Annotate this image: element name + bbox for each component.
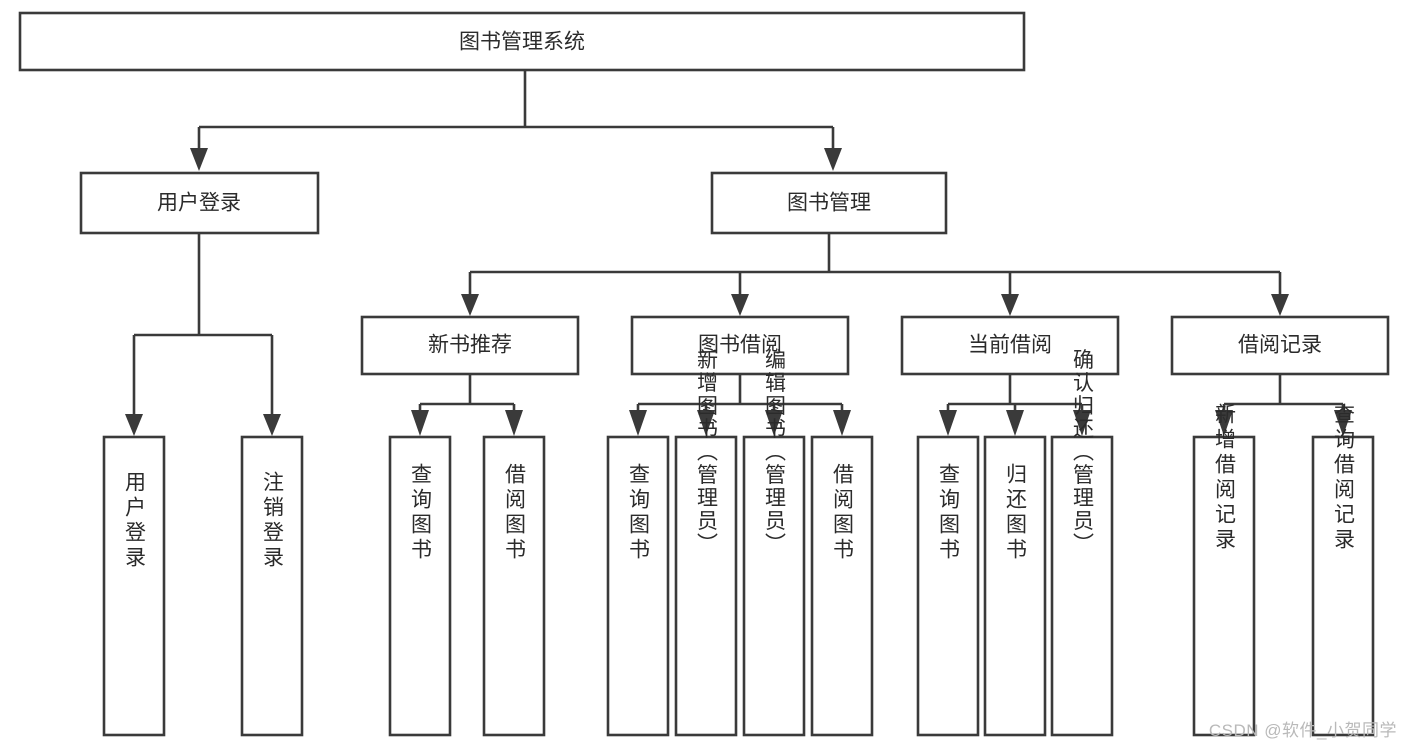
node-label: 图书管理系统: [459, 31, 585, 54]
node-borrow-record[interactable]: 借阅记录: [1170, 315, 1390, 376]
arrow-head-icon: [461, 294, 479, 316]
node-label: 当前借阅: [968, 334, 1052, 357]
leaf-node-user-login[interactable]: 用户登录: [102, 435, 166, 737]
node-box[interactable]: [1050, 435, 1114, 737]
node-label: 查询图书: [937, 463, 961, 563]
node-label: 新增借阅记录: [1213, 403, 1237, 553]
node-current-borrow[interactable]: 当前借阅: [900, 315, 1120, 376]
leaf-node-query-borrow-record[interactable]: 查询借阅记录: [1311, 403, 1375, 737]
node-box[interactable]: [983, 435, 1047, 737]
node-box[interactable]: [742, 435, 806, 737]
leaf-node-query-book-current[interactable]: 查询图书: [916, 435, 980, 737]
node-label: 确认归还（管理员）: [1071, 349, 1095, 556]
arrow-head-icon: [939, 410, 957, 436]
node-box[interactable]: [900, 315, 1120, 376]
csdn-watermark: CSDN @软件_小贺同学: [1208, 721, 1397, 740]
node-label: 借阅图书: [503, 463, 527, 563]
node-box[interactable]: [18, 11, 1026, 72]
node-label: 用户登录: [157, 192, 241, 215]
arrow-head-icon: [1271, 294, 1289, 316]
arrow-head-icon: [833, 410, 851, 436]
node-box[interactable]: [360, 315, 580, 376]
node-label: 新增图书（管理员）: [695, 349, 719, 556]
arrow-head-icon: [411, 410, 429, 436]
arrow-head-icon: [190, 148, 208, 171]
node-box[interactable]: [810, 435, 874, 737]
node-box[interactable]: [606, 435, 670, 737]
arrow-head-icon: [1334, 410, 1352, 436]
node-label: 借阅记录: [1238, 334, 1322, 357]
leaf-node-return-book[interactable]: 归还图书: [983, 435, 1047, 737]
node-label: 编辑图书（管理员）: [763, 349, 787, 556]
node-label: 归还图书: [1004, 463, 1028, 563]
node-label: 注销登录: [261, 471, 285, 571]
node-box[interactable]: [630, 315, 850, 376]
arrow-head-icon: [505, 410, 523, 436]
arrow-head-icon: [263, 414, 281, 436]
node-label: 借阅图书: [831, 463, 855, 563]
leaf-node-borrow-book-newbook[interactable]: 借阅图书: [482, 435, 546, 737]
leaf-node-confirm-return-admin[interactable]: 确认归还（管理员）: [1050, 349, 1114, 737]
node-box[interactable]: [240, 435, 304, 737]
node-box[interactable]: [1192, 435, 1256, 737]
node-user-login[interactable]: 用户登录: [79, 171, 320, 235]
node-box[interactable]: [388, 435, 452, 737]
leaf-node-logout[interactable]: 注销登录: [240, 435, 304, 737]
node-box[interactable]: [1311, 435, 1375, 737]
node-box[interactable]: [710, 171, 948, 235]
connector-layer: [125, 70, 1352, 436]
arrow-head-icon: [824, 148, 842, 171]
leaf-node-edit-book-admin[interactable]: 编辑图书（管理员）: [742, 349, 806, 737]
node-label: 查询图书: [409, 463, 433, 563]
leaf-node-borrow-book-borrow[interactable]: 借阅图书: [810, 435, 874, 737]
node-label: 图书借阅: [698, 334, 782, 357]
node-label: 用户登录: [123, 471, 147, 571]
arrow-head-icon: [1001, 294, 1019, 316]
node-box[interactable]: [1170, 315, 1390, 376]
node-box[interactable]: [674, 435, 738, 737]
arrow-head-icon: [125, 414, 143, 436]
node-new-book-recommend[interactable]: 新书推荐: [360, 315, 580, 376]
node-box[interactable]: [916, 435, 980, 737]
node-label: 查询图书: [627, 463, 651, 563]
arrow-head-icon: [1073, 410, 1091, 436]
leaf-node-add-book-admin[interactable]: 新增图书（管理员）: [674, 349, 738, 737]
arrow-head-icon: [1006, 410, 1024, 436]
leaf-node-query-book-newbook[interactable]: 查询图书: [388, 435, 452, 737]
arrow-head-icon: [697, 410, 715, 436]
node-box[interactable]: [482, 435, 546, 737]
node-label: 图书管理: [787, 192, 871, 215]
node-label: 新书推荐: [428, 334, 512, 357]
node-box[interactable]: [79, 171, 320, 235]
node-box[interactable]: [102, 435, 166, 737]
arrow-head-icon: [731, 294, 749, 316]
node-book-borrow[interactable]: 图书借阅: [630, 315, 850, 376]
arrow-head-icon: [1215, 410, 1233, 436]
arrow-head-icon: [629, 410, 647, 436]
node-label: 查询借阅记录: [1332, 403, 1356, 553]
leaf-node-add-borrow-record[interactable]: 新增借阅记录: [1192, 403, 1256, 737]
leaf-node-query-book-borrow[interactable]: 查询图书: [606, 435, 670, 737]
node-book-management[interactable]: 图书管理: [710, 171, 948, 235]
node-root-library-system[interactable]: 图书管理系统: [18, 11, 1026, 72]
arrow-head-icon: [765, 410, 783, 436]
